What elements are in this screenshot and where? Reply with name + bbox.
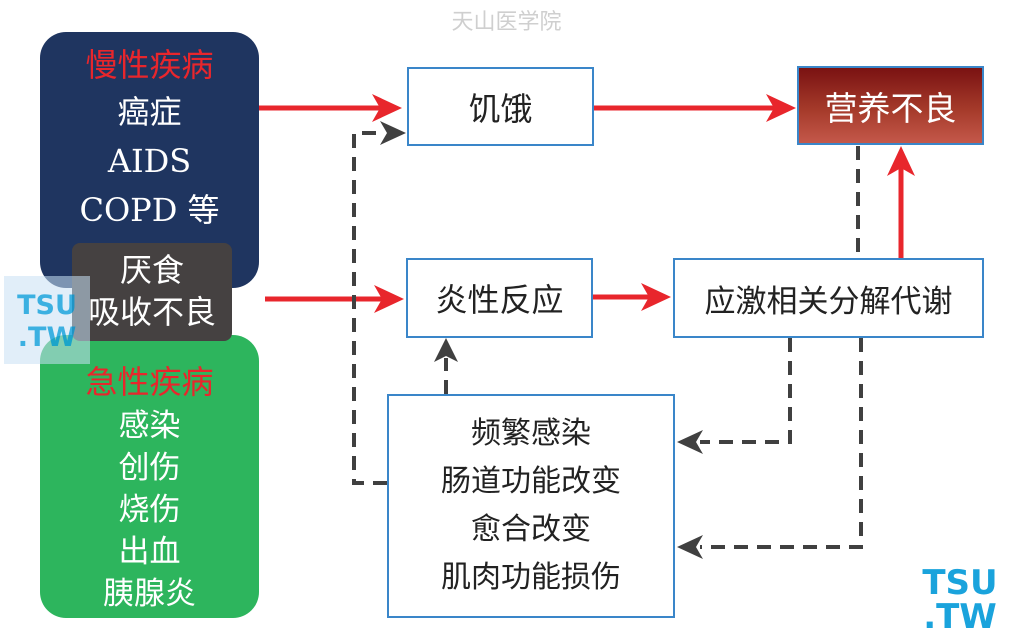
inflammation-label: 炎性反应 bbox=[435, 281, 564, 319]
effect-item: 肌肉功能损伤 bbox=[441, 560, 621, 595]
watermark-logo: TSU .TW bbox=[4, 276, 90, 364]
acute-item: 感染 bbox=[118, 408, 181, 444]
arrowhead bbox=[372, 94, 402, 122]
logo-line: TSU bbox=[17, 290, 77, 321]
anorexia-line: 厌食 bbox=[119, 251, 184, 289]
arrowhead bbox=[677, 430, 703, 454]
acute-disease-title: 急性疾病 bbox=[85, 363, 214, 401]
malnutrition-node: 营养不良 bbox=[797, 66, 984, 145]
dashed-stress-to-effects-2 bbox=[700, 338, 863, 549]
arrowhead bbox=[434, 338, 458, 362]
logo-line: .TW bbox=[17, 322, 77, 353]
logo-line: TSU bbox=[922, 563, 998, 603]
arrowhead bbox=[374, 285, 404, 313]
chronic-item: COPD 等 bbox=[79, 191, 220, 229]
effect-item: 愈合改变 bbox=[471, 512, 591, 547]
stress-catabolism-label: 应激相关分解代谢 bbox=[704, 283, 953, 320]
chronic-item: 癌症 bbox=[117, 93, 182, 131]
logo-line: .TW bbox=[923, 597, 997, 637]
malabsorption-line: 吸收不良 bbox=[87, 293, 216, 331]
watermark-text: 天山医学院 bbox=[451, 10, 562, 35]
effects-node: 频繁感染 肠道功能改变 愈合改变 肌肉功能损伤 bbox=[387, 394, 675, 618]
arrowhead bbox=[641, 283, 671, 311]
hunger-label: 饥饿 bbox=[468, 89, 533, 128]
effect-item: 肠道功能改变 bbox=[441, 464, 621, 499]
chronic-item: AIDS bbox=[107, 142, 192, 180]
watermark-logo: TSU .TW bbox=[915, 566, 1005, 634]
acute-item: 出血 bbox=[118, 534, 181, 570]
dashed-stress-to-effects-1 bbox=[700, 338, 792, 444]
acute-item: 胰腺炎 bbox=[103, 576, 196, 612]
effect-item: 频繁感染 bbox=[471, 416, 591, 451]
acute-disease-panel: 急性疾病 感染 创伤 烧伤 出血 胰腺炎 bbox=[40, 335, 259, 618]
acute-item: 创伤 bbox=[118, 450, 181, 486]
inflammation-node: 炎性反应 bbox=[406, 258, 593, 338]
chronic-disease-title: 慢性疾病 bbox=[85, 46, 214, 84]
acute-item: 烧伤 bbox=[118, 492, 181, 528]
arrowhead bbox=[766, 94, 796, 122]
anorexia-box: 厌食 吸收不良 bbox=[72, 243, 232, 341]
arrowhead bbox=[380, 121, 406, 145]
arrowhead bbox=[887, 146, 915, 176]
hunger-node: 饥饿 bbox=[407, 67, 594, 146]
stress-catabolism-node: 应激相关分解代谢 bbox=[673, 258, 984, 338]
dashed-effects-to-hunger bbox=[352, 131, 387, 485]
arrowhead bbox=[677, 535, 703, 559]
malnutrition-label: 营养不良 bbox=[824, 88, 957, 128]
